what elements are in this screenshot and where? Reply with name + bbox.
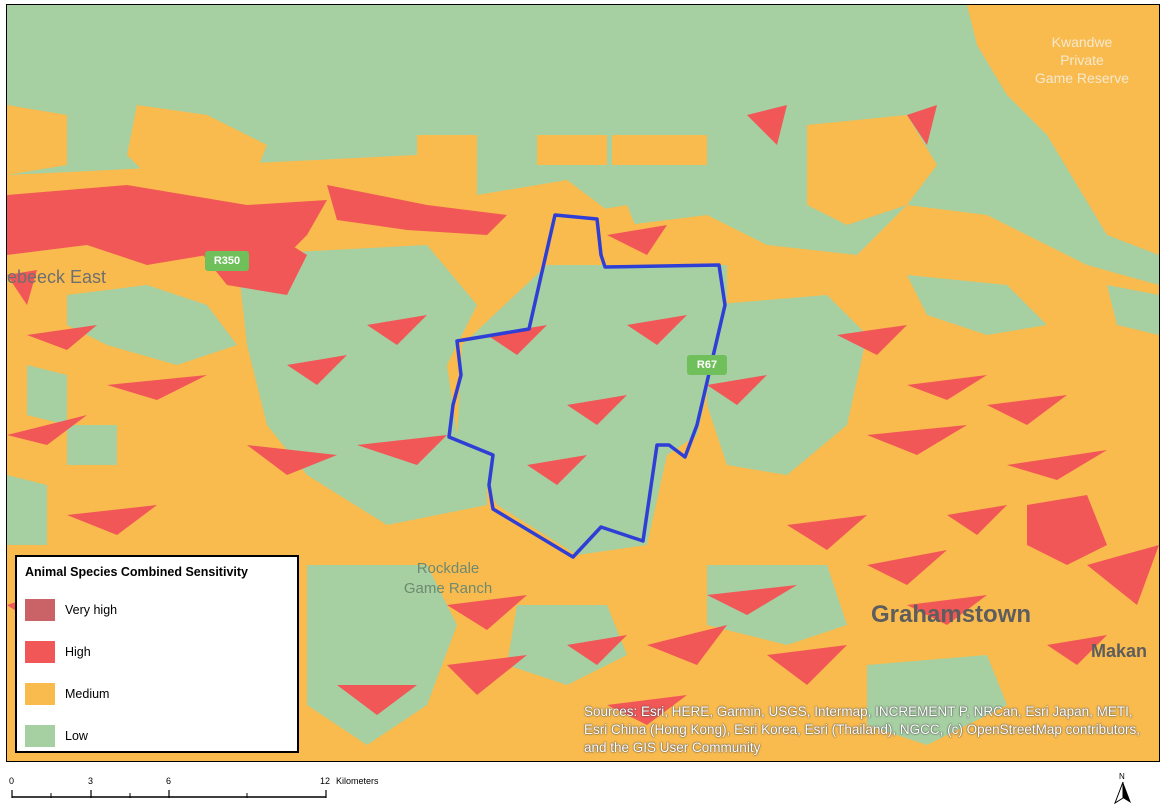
route-shield-label: R350: [213, 255, 241, 267]
legend-label: Medium: [65, 687, 110, 701]
route-shield-r67: R67: [687, 355, 727, 375]
place-label-grahamstown: Grahamstown: [871, 601, 1032, 628]
legend-label: High: [65, 645, 91, 659]
legend-swatch: [25, 725, 55, 747]
scale-bar: 0 3 6 12 Kilometers: [0, 770, 420, 805]
legend-swatch: [25, 641, 55, 663]
place-label-rockdale: Rockdale Game Ranch: [403, 560, 493, 597]
map-legend: Animal Species Combined Sensitivity Very…: [15, 555, 299, 753]
scale-tick-0: 0: [9, 776, 15, 786]
north-arrow: N: [1112, 772, 1134, 805]
map-canvas[interactable]: R350 R67 Kwandwe Private Game Reserve eb…: [6, 4, 1160, 762]
legend-item-high: High: [25, 631, 289, 673]
route-shield-label: R67: [696, 359, 718, 371]
scale-tick-3: 3: [88, 776, 94, 786]
place-label-makana: Makan: [1091, 641, 1148, 661]
legend-label: Very high: [65, 603, 118, 617]
scale-tick-12: 12: [320, 776, 331, 786]
legend-item-medium: Medium: [25, 673, 289, 715]
scale-bar-graphic: [11, 790, 327, 798]
legend-title: Animal Species Combined Sensitivity: [25, 565, 248, 579]
legend-item-very-high: Very high: [25, 589, 289, 631]
legend-swatch: [25, 599, 55, 621]
legend-label: Low: [65, 729, 88, 743]
north-label: N: [1119, 772, 1125, 781]
map-attribution: Sources: Esri, HERE, Garmin, USGS, Inter…: [584, 704, 1140, 755]
scale-unit: Kilometers: [336, 776, 379, 786]
legend-swatch: [25, 683, 55, 705]
north-arrow-icon: [1114, 781, 1131, 805]
place-label-kwandwe: Kwandwe Private Game Reserve: [1034, 34, 1130, 86]
study-area-boundary: [447, 213, 727, 559]
scale-tick-6: 6: [166, 776, 172, 786]
route-shield-r350: R350: [205, 251, 249, 271]
legend-item-low: Low: [25, 715, 289, 757]
place-label-ebeeck-east: ebeeck East: [7, 267, 107, 287]
